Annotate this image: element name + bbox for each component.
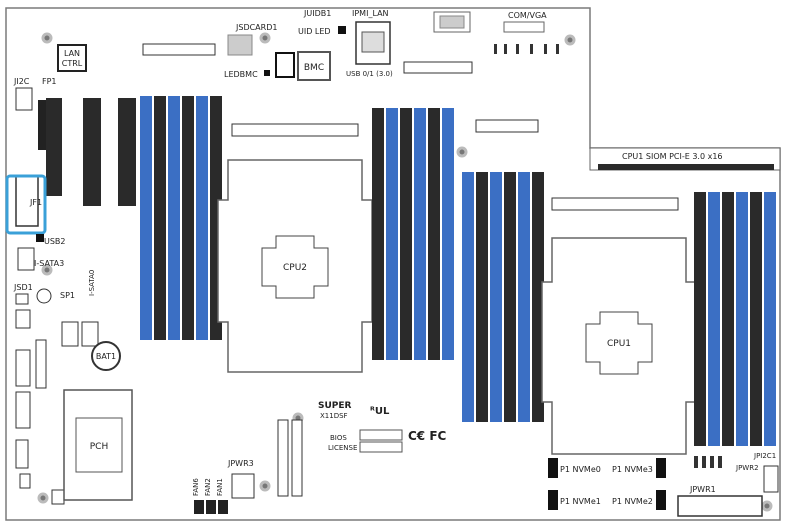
left-connector-3	[15, 391, 31, 429]
bios-chip	[359, 429, 403, 441]
top-slot-1	[142, 43, 216, 56]
sdcard-slot	[227, 34, 253, 56]
fp1-label: FP1	[42, 77, 57, 86]
com-vga-label: COM/VGA	[508, 11, 547, 20]
pcie-slot-left-1	[46, 98, 62, 196]
isata3-label: I-SATA3	[34, 259, 64, 268]
lan-controller-chip	[57, 44, 87, 72]
p1-nvme3-label: P1 NVMe3	[612, 465, 653, 474]
cpu2-retention-slot	[231, 123, 359, 137]
license-label: LICENSE	[328, 444, 357, 452]
fan-headers	[194, 500, 228, 514]
p1-nvme1-connector	[548, 490, 558, 510]
p1-nvme2-label: P1 NVMe2	[612, 497, 653, 506]
top-jumpers	[494, 44, 559, 54]
jf1-label: JF1	[29, 198, 42, 207]
cpu2-die	[261, 235, 329, 299]
jpwr3-connector	[231, 473, 255, 499]
pch-die	[75, 417, 123, 473]
jsd1-connector	[15, 293, 29, 305]
p1-nvme0-connector	[548, 458, 558, 478]
left-connector-4	[15, 439, 29, 469]
bat-label: BAT1	[96, 352, 116, 361]
bmc-label: BMC	[304, 63, 324, 73]
jpwr3-label: JPWR3	[227, 459, 254, 468]
left-connector-5	[19, 473, 31, 489]
pcie-slot-left-2	[83, 98, 101, 206]
uid-led	[338, 26, 346, 34]
j12c-header	[15, 87, 33, 111]
usb2-header	[36, 234, 44, 242]
middle-slot	[475, 119, 539, 133]
cpu2-label: CPU2	[283, 263, 307, 273]
p1-nvme2-connector	[656, 490, 666, 510]
isata-label: I-SATA0	[88, 270, 96, 296]
ce-fc-mark: C€ FC	[408, 429, 447, 443]
jpwr2-jumpers	[694, 456, 722, 468]
model-label: X11DSF	[320, 412, 348, 420]
jpi2c1-label: JPI2C1	[753, 452, 776, 460]
p1-nvme0-label: P1 NVMe0	[560, 465, 601, 474]
isata-connector-a	[15, 309, 31, 329]
cpu1-retention-slot	[551, 197, 679, 211]
ipmi-lan-port-inner	[361, 31, 385, 53]
cpu1-label: CPU1	[607, 339, 631, 349]
jf1-highlight	[5, 174, 47, 235]
uid-switch-label: JUIDB1	[303, 9, 331, 18]
ul-mark: ᴿUL	[370, 406, 390, 417]
cpu1-die	[585, 311, 653, 375]
bmc-side-chip	[275, 52, 295, 78]
license-chip	[359, 441, 403, 453]
jsd1-label: JSD1	[13, 283, 33, 292]
siom-label: CPU1 SIOM PCI-E 3.0 x16	[622, 152, 723, 161]
jpwr1-label: JPWR1	[689, 485, 716, 494]
sp1-label: SP1	[60, 291, 75, 300]
cpu1-left-dimm-bank	[462, 172, 544, 422]
pch-label: PCH	[90, 442, 108, 452]
ledbmc-led	[264, 70, 270, 76]
usb2-label: USB2	[44, 237, 66, 246]
jpwr1-connector	[677, 495, 763, 517]
pcie-slot-left-3	[118, 98, 136, 206]
bottom-left-slot-2	[291, 419, 303, 497]
isata3-connector	[17, 247, 35, 271]
bmc-chip	[297, 51, 331, 81]
com-vga-connector-inner	[439, 15, 465, 29]
super-logo: SUPER	[318, 401, 352, 411]
ledbmc-label: LEDBMC	[224, 70, 258, 79]
jpwr2-label: JPWR2	[735, 464, 759, 472]
fan2-label: FAN2	[204, 478, 212, 496]
isata-connector-b	[61, 321, 79, 347]
cmos-battery	[91, 341, 121, 371]
left-connector-1	[15, 349, 31, 387]
isata-connector-c	[81, 321, 99, 347]
left-connector-2	[35, 339, 47, 389]
bios-label: BIOS	[330, 434, 347, 442]
siom-connector	[598, 164, 774, 170]
lan-ctrl-label-1: LAN	[64, 49, 80, 58]
sdcard-label: JSDCARD1	[235, 23, 277, 32]
fan1-label: FAN1	[216, 478, 224, 496]
uid-led-label: UID LED	[298, 27, 331, 36]
ipmi-lan-label: IPMI_LAN	[352, 9, 389, 18]
bottom-left-slot-1	[277, 419, 289, 497]
com-vga-header	[503, 21, 545, 33]
jpi2c1-header	[763, 465, 779, 493]
lan-ctrl-label-2: CTRL	[62, 59, 83, 68]
top-slot-2	[403, 61, 473, 74]
speaker	[36, 288, 52, 304]
cpu1-right-dimm-bank	[694, 192, 776, 446]
p1-nvme3-connector	[656, 458, 666, 478]
left-connector-6	[51, 489, 65, 505]
usb-label: USB 0/1 (3.0)	[346, 70, 393, 78]
p1-nvme1-label: P1 NVMe1	[560, 497, 601, 506]
fan6-label: FAN6	[192, 478, 200, 496]
j12c-label: JI2C	[13, 77, 30, 86]
cpu2-right-dimm-bank	[372, 108, 454, 360]
